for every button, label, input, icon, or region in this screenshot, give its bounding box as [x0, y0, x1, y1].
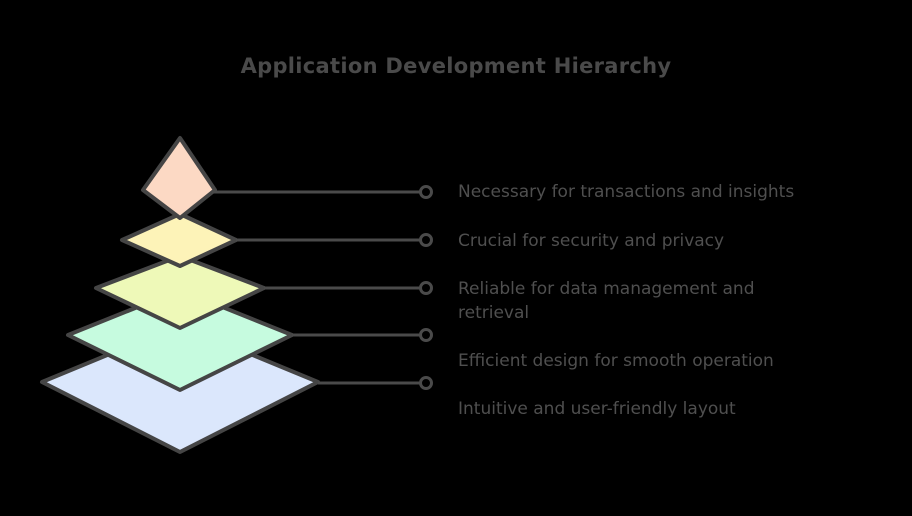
layer-1-shape [141, 136, 217, 220]
layer-2-connector-dot [419, 233, 433, 247]
pyramid-layer-3 [94, 254, 433, 330]
layer-5-connector-dot [419, 376, 433, 390]
layer-2-label: Crucial for security and privacy [458, 231, 725, 251]
layer-5-label: Intuitive and user-friendly layout [458, 399, 736, 419]
layer-4-label: Efficient design for smooth operation [458, 351, 774, 371]
layer-1-label: Necessary for transactions and insights [458, 182, 795, 202]
layer-3-connector-dot [419, 281, 433, 295]
pyramid-layer-1 [141, 136, 433, 220]
pyramid-layer-2 [120, 212, 433, 268]
layer-2-shape [120, 212, 238, 268]
layer-3-label: Reliable for data management and retriev… [458, 279, 755, 323]
layer-1-connector-dot [419, 185, 433, 199]
layer-4-connector-dot [419, 328, 433, 342]
diagram-title: Application Development Hierarchy [240, 54, 672, 78]
